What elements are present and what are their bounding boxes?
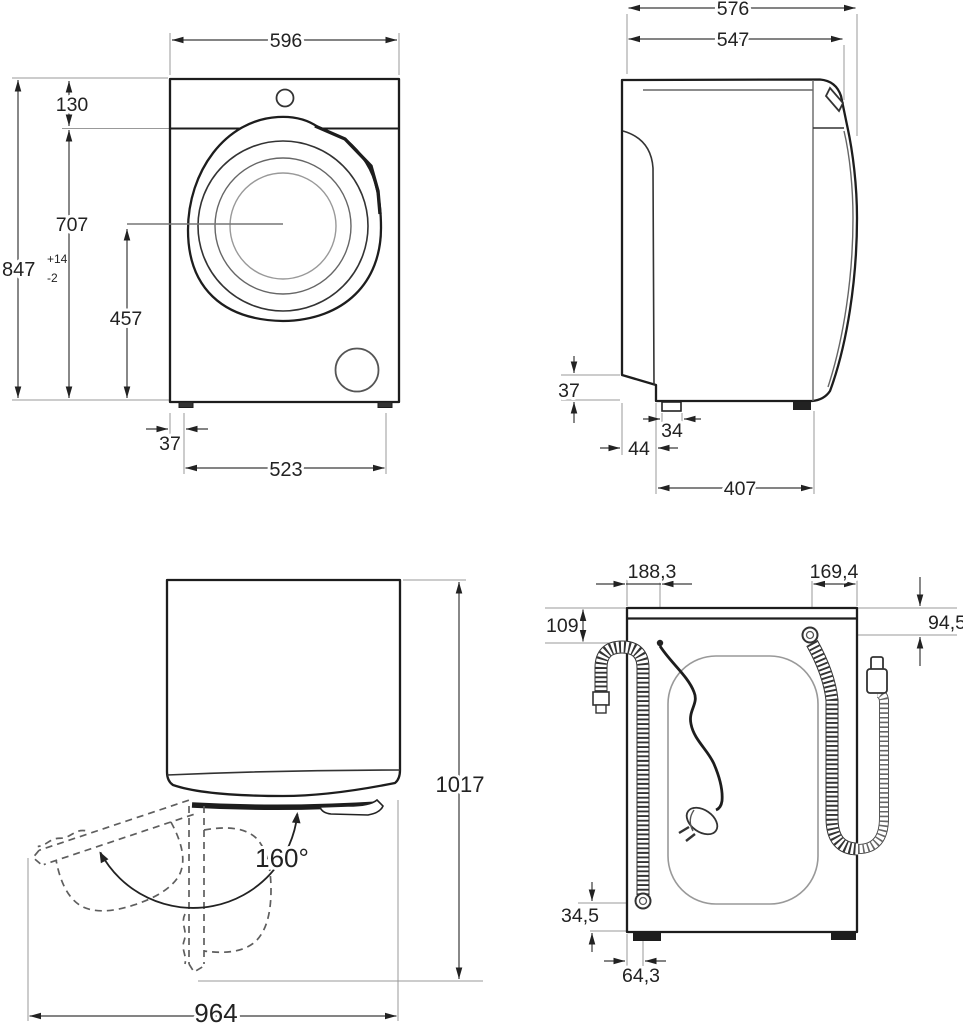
dim-label: 169,4 (810, 561, 859, 583)
drain-hose-end-fitting (592, 691, 610, 706)
dim-rear-inlet-x: 169,4 (807, 558, 862, 588)
dim-rear-inlet-y: 94,5 (916, 577, 963, 666)
door-open-160 (28, 793, 216, 932)
cable-anchor-dot (656, 639, 664, 647)
dim-label: 407 (724, 478, 757, 500)
inlet-connector-body (866, 668, 888, 694)
door-swing-arc: 160° (99, 812, 312, 909)
dim-top-open-width: 964 (29, 995, 397, 1024)
door-inner-arc (827, 130, 854, 388)
side-rear-foot (661, 401, 682, 412)
drain-hose (592, 640, 652, 910)
drain-filter-circle (334, 347, 380, 393)
worktop-front-edge (166, 769, 401, 776)
dim-label: 37 (159, 433, 181, 455)
dim-label: 457 (110, 308, 143, 330)
dim-rear-cable-x: 188,3 (596, 558, 692, 588)
dim-front-panel-height: 130 (53, 81, 91, 126)
dim-label: 34,5 (561, 905, 599, 927)
door-rim-circle (197, 140, 369, 312)
water-inlet-fitting (801, 626, 819, 644)
side-view: 576 547 37 34 44 407 (555, 0, 859, 503)
dim-front-door-center: 457 (107, 229, 145, 398)
power-cable (656, 639, 724, 842)
top-cabinet-outline (165, 578, 402, 798)
dim-rear-drain-x: 64,3 (604, 957, 666, 990)
dim-front-feet-span: 523 (185, 456, 385, 484)
dim-side-rear-foot-offset: 44 (600, 435, 678, 463)
dim-label: 188,3 (628, 561, 677, 583)
dim-label: 130 (56, 94, 89, 116)
dim-side-rear-chamfer: 37 (555, 356, 583, 423)
door-handle-edge (314, 124, 382, 215)
dim-label: 707 (56, 214, 89, 236)
door-handle-notch (824, 86, 845, 113)
dim-side-depth-total: 576 (628, 0, 856, 23)
side-front-foot (793, 402, 811, 410)
front-view: 596 847 +14 -2 130 707 457 37 523 (0, 27, 401, 484)
dim-label: 964 (194, 998, 237, 1024)
side-silhouette (620, 78, 859, 403)
dim-tolerance-minus: -2 (47, 271, 58, 285)
dim-side-foot-width: 34 (643, 415, 701, 445)
dim-front-total-height: 847 +14 -2 (0, 80, 71, 398)
rear-view: 188,3 169,4 109 94,5 34,5 64,3 (543, 558, 963, 990)
dim-tolerance-plus: +14 (47, 252, 68, 266)
dim-label: 576 (717, 0, 750, 20)
top-panel-button (275, 88, 295, 108)
top-view: 160° 1017 964 (27, 578, 487, 1024)
dim-side-depth-body: 547 (628, 26, 843, 54)
rear-right-foot (831, 932, 856, 940)
dim-rear-drain-y: 34,5 (558, 882, 602, 952)
dim-front-drum-height: 707 (53, 130, 91, 398)
dim-side-feet-span: 407 (658, 475, 813, 503)
front-right-foot (377, 401, 393, 408)
dim-front-width: 596 (172, 27, 397, 55)
door-glass-inner-circle (229, 172, 337, 280)
dim-label: 64,3 (622, 965, 660, 987)
door-glass-outer-circle (214, 157, 352, 295)
dim-front-foot-inset: 37 (146, 425, 208, 458)
rear-panel-outline (667, 655, 819, 905)
dim-label: 109 (546, 615, 579, 637)
dim-label: 847 (2, 259, 35, 281)
door-open-90 (182, 805, 272, 973)
dim-label: 44 (628, 438, 650, 460)
dim-label: 94,5 (928, 612, 963, 634)
front-left-foot (178, 401, 194, 408)
dim-label: 37 (558, 380, 580, 402)
inlet-hose (801, 626, 889, 856)
door-angle-label: 160° (255, 843, 309, 873)
door-handle-top (318, 798, 384, 816)
dim-label: 523 (269, 459, 302, 481)
rear-panel-line (622, 130, 655, 386)
dim-label: 596 (270, 30, 303, 52)
dim-label: 1017 (436, 772, 485, 797)
dim-top-open-depth: 1017 (433, 582, 487, 979)
dim-label: 547 (717, 29, 750, 51)
dim-label: 34 (661, 420, 683, 442)
rear-left-foot (633, 932, 661, 941)
drain-hose-outlet (634, 892, 652, 910)
power-plug-icon (678, 806, 719, 842)
dim-rear-cable-y: 109 (543, 609, 587, 642)
